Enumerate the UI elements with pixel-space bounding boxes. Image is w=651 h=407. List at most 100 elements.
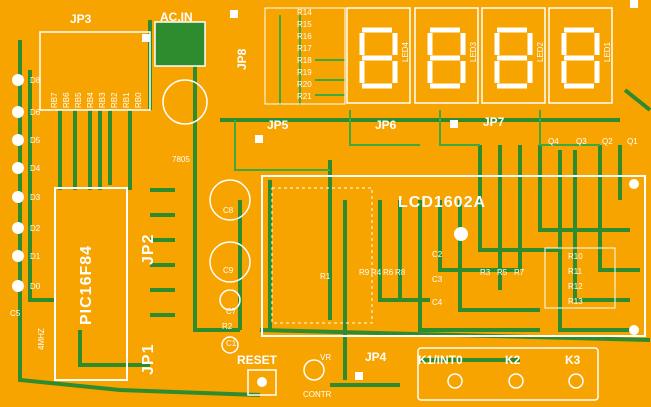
c4-label: C4 — [432, 298, 443, 307]
mcu-outline — [54, 187, 128, 381]
jp3-outline — [39, 31, 151, 111]
q1-label: Q1 — [627, 137, 638, 146]
q2-label: Q2 — [602, 137, 613, 146]
led-pads — [12, 74, 24, 292]
vr-pot — [303, 359, 325, 381]
reset-label: RESET — [237, 353, 278, 367]
traces — [18, 20, 651, 397]
k2-button-dot — [508, 373, 524, 389]
rb7-label: RB7 — [50, 92, 59, 108]
c5-label: C5 — [10, 309, 21, 318]
r17-label: R17 — [297, 44, 312, 53]
jp7-label: JP7 — [483, 115, 505, 129]
r19-label: R19 — [297, 68, 312, 77]
lcd-pad-2 — [629, 325, 639, 335]
q4-label: Q4 — [548, 137, 559, 146]
pin-pads — [142, 0, 638, 380]
d8-label: D8 — [30, 76, 41, 85]
k1-button-dot — [447, 373, 463, 389]
c2-label: C2 — [432, 250, 443, 259]
c1-label: C1 — [226, 339, 237, 348]
d5-label: D5 — [30, 136, 41, 145]
lcd-mount-hole — [454, 227, 468, 241]
r20-label: R20 — [297, 80, 312, 89]
r5-label: R5 — [497, 268, 508, 277]
lcd-outline — [261, 175, 646, 337]
rb5-label: RB5 — [74, 92, 83, 108]
k3-button-dot — [568, 373, 584, 389]
lcd-label: LCD1602A — [398, 194, 487, 211]
r8-label: R8 — [395, 268, 406, 277]
keypad-outline — [417, 347, 599, 401]
rb6-label: RB6 — [62, 92, 71, 108]
r10-label: R10 — [568, 252, 583, 261]
jp3-label: JP3 — [70, 12, 92, 26]
r13-label: R13 — [568, 297, 583, 306]
thin-traces — [234, 15, 600, 171]
c8-cap — [209, 179, 251, 221]
c1-cap — [221, 336, 239, 354]
led1-label: LED1 — [603, 41, 612, 62]
jp2-label: JP2 — [140, 233, 157, 265]
rb2-label: RB2 — [110, 92, 119, 108]
c9-cap — [209, 241, 251, 283]
r2-label: R2 — [222, 322, 233, 331]
led2-label: LED2 — [536, 41, 545, 62]
r7-label: R7 — [514, 268, 525, 277]
digit-displays — [346, 7, 613, 104]
r3-label: R3 — [480, 268, 491, 277]
rb1-label: RB1 — [122, 92, 131, 108]
r14-r21-block — [264, 7, 346, 105]
d3-label: D3 — [30, 193, 41, 202]
c7-cap — [219, 289, 241, 311]
lcd-inner — [271, 187, 373, 324]
r4-label: R4 — [371, 268, 382, 277]
d0-label: D0 — [30, 282, 41, 291]
jp6-label: JP6 — [375, 118, 397, 132]
d6-label: D6 — [30, 108, 41, 117]
ac-in-label: AC.IN — [160, 10, 193, 24]
c9-label: C9 — [223, 266, 234, 275]
jp1-label: JP1 — [140, 343, 157, 375]
crystal-label: 4MHZ — [37, 328, 46, 350]
d2-label: D2 — [30, 224, 41, 233]
q3-label: Q3 — [576, 137, 587, 146]
d1-label: D1 — [30, 252, 41, 261]
vr-label: VR — [320, 353, 332, 362]
jp5-label: JP5 — [267, 118, 289, 132]
c-big-cap — [162, 79, 208, 125]
rb3-label: RB3 — [98, 92, 107, 108]
c3-label: C3 — [432, 275, 443, 284]
c8-label: C8 — [223, 206, 234, 215]
r11-label: R11 — [568, 267, 583, 276]
r9-label: R9 — [359, 268, 370, 277]
rb4-label: RB4 — [86, 92, 95, 108]
regulator-label: 7805 — [172, 155, 190, 164]
lcd-pad-1 — [629, 179, 639, 189]
jp8-label: JP8 — [235, 48, 249, 70]
k1-label: K1/INT0 — [418, 353, 463, 367]
r16-label: R16 — [297, 32, 312, 41]
r6-label: R6 — [383, 268, 394, 277]
r10-r13-block — [544, 247, 616, 309]
c7-label: C7 — [226, 307, 237, 316]
d4-label: D4 — [30, 164, 41, 173]
mcu-label: PIC16F84 — [78, 244, 95, 325]
r1-label: R1 — [320, 272, 331, 281]
regulator-body — [154, 21, 206, 67]
r14-label: R14 — [297, 8, 312, 17]
led4-label: LED4 — [401, 41, 410, 62]
r21-label: R21 — [297, 92, 312, 101]
reset-button-body — [247, 369, 277, 396]
led3-label: LED3 — [469, 41, 478, 62]
reset-button-dot — [257, 377, 267, 387]
r18-label: R18 — [297, 56, 312, 65]
contrast-label: CONTR — [303, 390, 332, 399]
jp4-label: JP4 — [365, 350, 387, 364]
rb0-label: RB0 — [134, 92, 143, 108]
r15-label: R15 — [297, 20, 312, 29]
k2-label: K2 — [505, 353, 521, 367]
k3-label: K3 — [565, 353, 581, 367]
